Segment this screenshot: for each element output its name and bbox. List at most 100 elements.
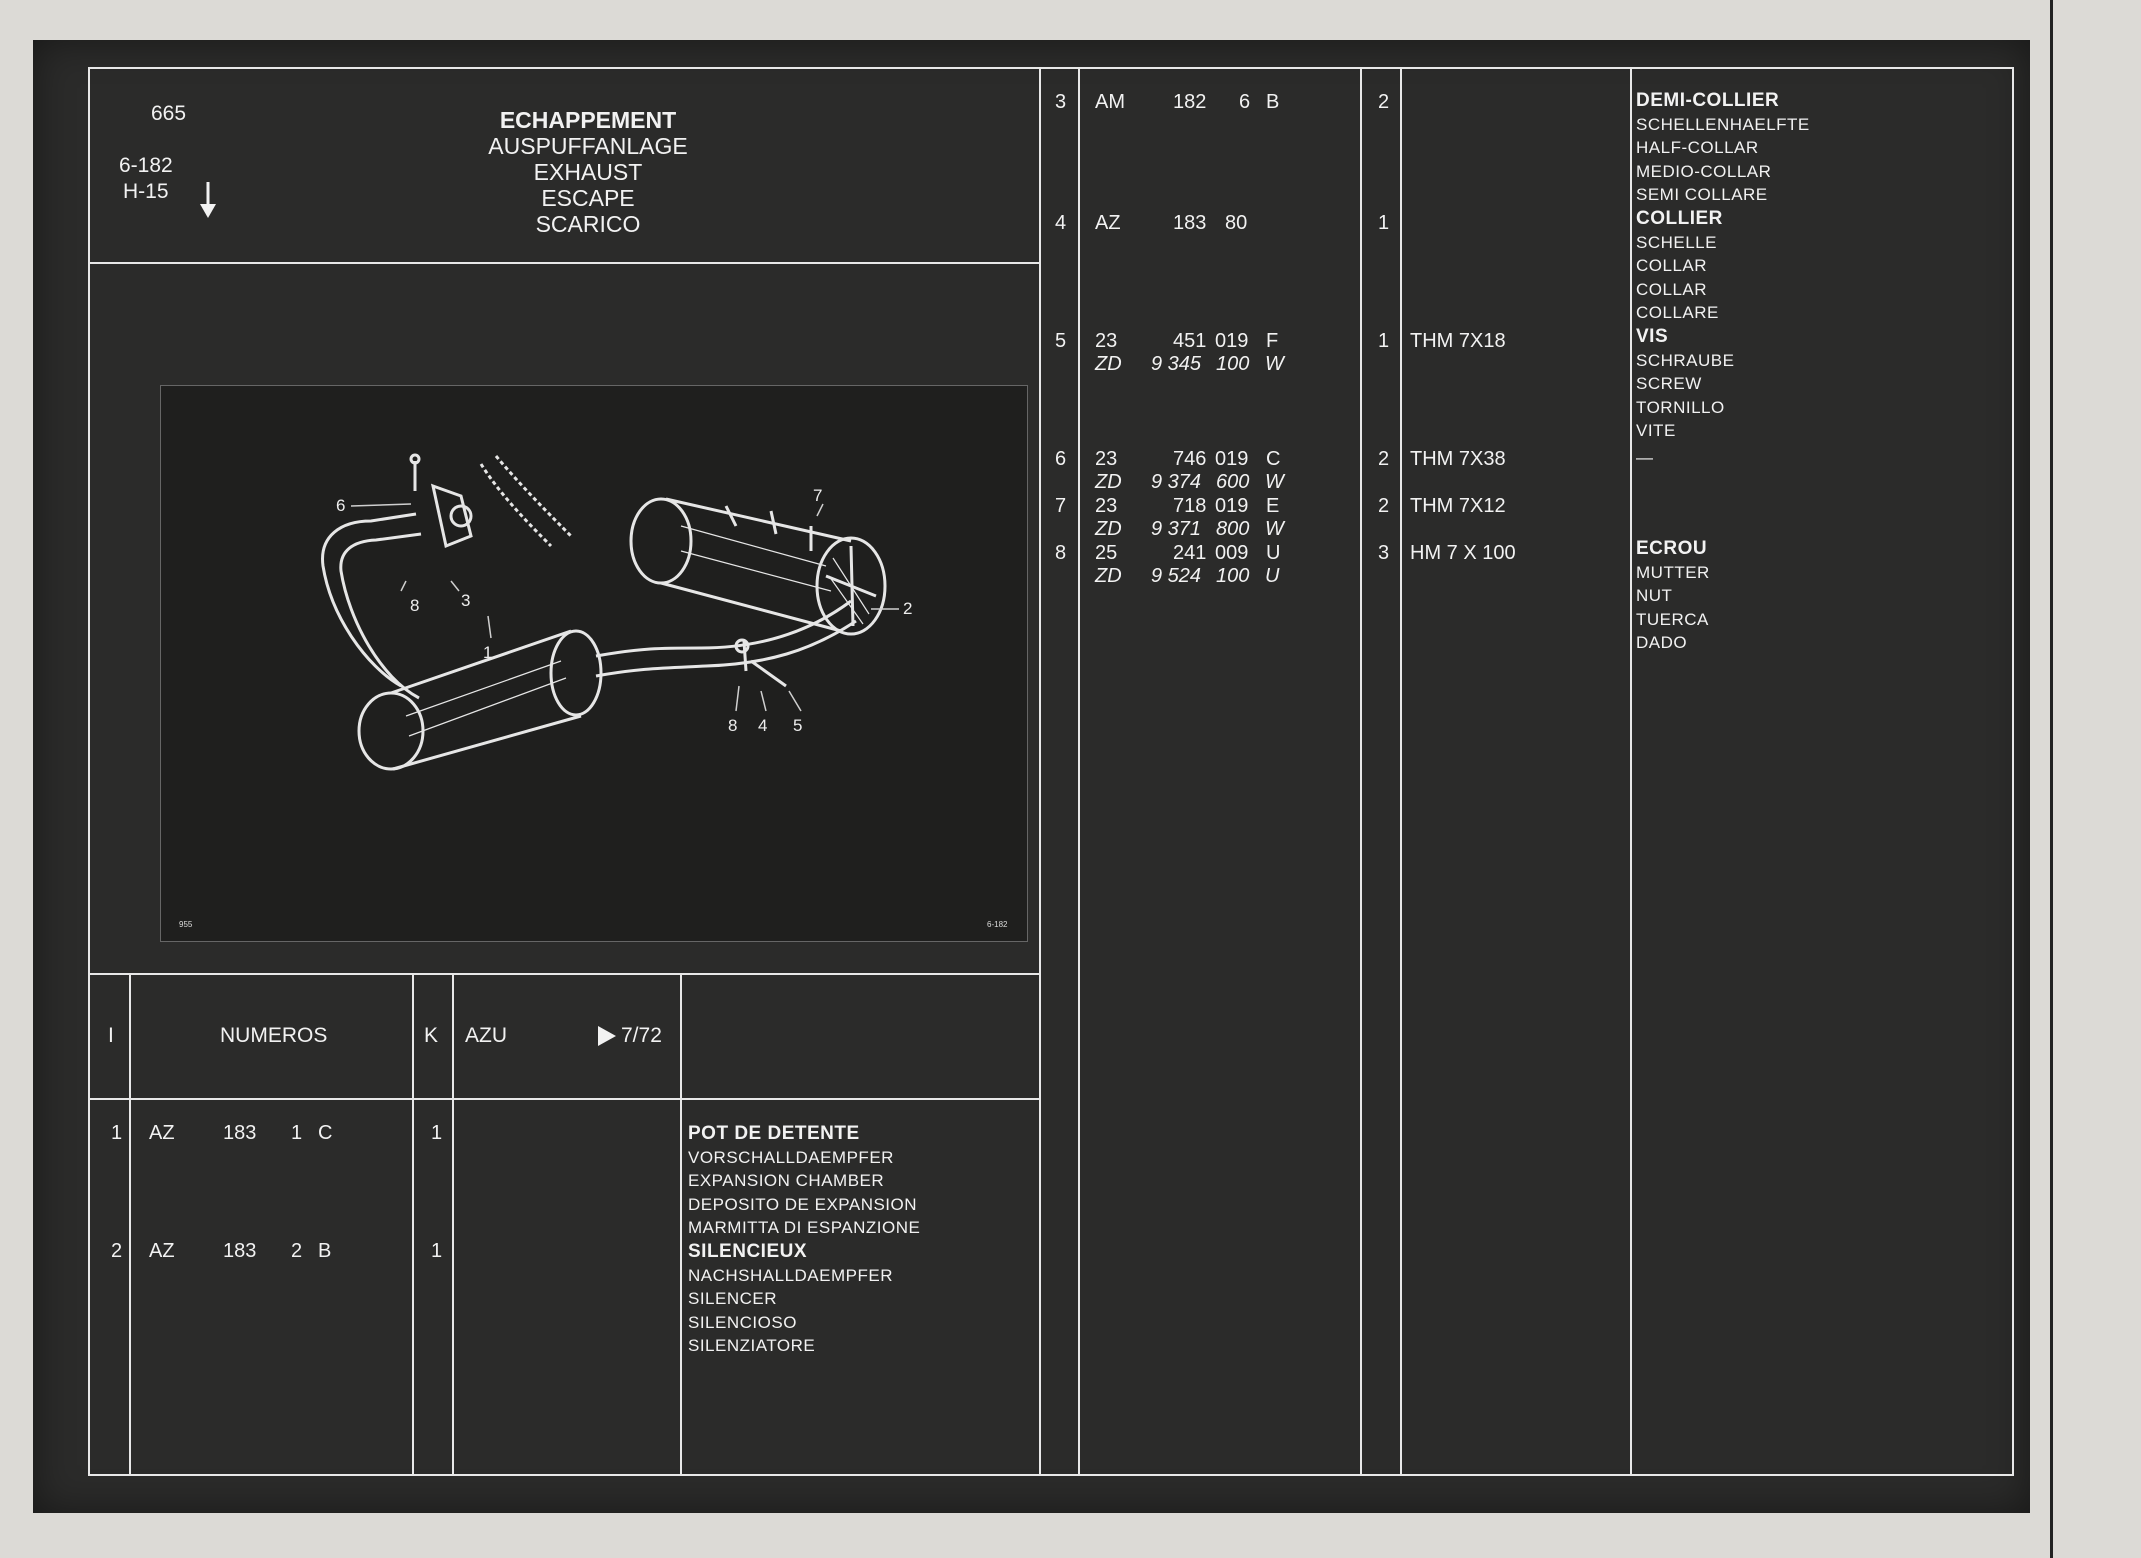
row-qty: 3 — [1378, 542, 1390, 564]
row-desc-it: VITE — [1636, 421, 1676, 440]
callout-3: 3 — [461, 591, 470, 610]
row-alt-prefix: ZD — [1095, 353, 1122, 375]
row-desc-en: HALF-COLLAR — [1636, 138, 1759, 157]
row-alt-group: 9 371 — [1151, 518, 1202, 540]
row-group: 183 — [223, 1240, 257, 1262]
divider-left-numeros — [412, 973, 414, 1474]
divider-left-panel — [1039, 67, 1041, 1474]
row-alt-suffix: U — [1265, 565, 1280, 587]
paper-edge-line — [2050, 0, 2053, 1558]
row-alt-suffix: W — [1265, 518, 1284, 540]
row-qty: 1 — [431, 1240, 443, 1262]
row-qty: 1 — [1378, 212, 1390, 234]
divider-right-spec — [1400, 67, 1402, 1474]
row-alt-num: 800 — [1216, 518, 1250, 540]
row-spec: THM 7X38 — [1410, 448, 1506, 470]
row-desc-it: SEMI COLLARE — [1636, 185, 1768, 204]
row-alt-group: 9 524 — [1151, 565, 1202, 587]
divider-header — [88, 262, 1041, 264]
row-desc-fr: DEMI-COLLIER — [1636, 90, 1780, 111]
row-alt-prefix: ZD — [1095, 565, 1122, 587]
row-spec: THM 7X18 — [1410, 330, 1506, 352]
row-group: 718 — [1173, 495, 1207, 517]
title-german: AUSPUFFANLAGE — [488, 133, 688, 159]
row-spec: HM 7 X 100 — [1410, 542, 1516, 564]
row-alt-num: 600 — [1216, 471, 1250, 493]
row-prefix: AZ — [149, 1122, 175, 1144]
row-qty: 2 — [1378, 495, 1390, 517]
row-prefix: 23 — [1095, 330, 1118, 352]
row-prefix: AM — [1095, 91, 1125, 113]
row-desc-en: EXPANSION CHAMBER — [688, 1171, 885, 1190]
row-desc-en: NUT — [1636, 586, 1673, 605]
row-prefix: AZ — [149, 1240, 175, 1262]
row-desc-de: SCHELLENHAELFTE — [1636, 115, 1810, 134]
divider-left-index — [129, 973, 131, 1474]
ref-code: 6-182 — [119, 154, 173, 177]
down-arrow-icon — [200, 182, 216, 218]
section-title-block: ECHAPPEMENT AUSPUFFANLAGE EXHAUST ESCAPE… — [413, 107, 763, 237]
row-suffix: B — [318, 1240, 332, 1262]
row-num: 80 — [1225, 212, 1248, 234]
row-group: 241 — [1173, 542, 1207, 564]
row-prefix: 23 — [1095, 495, 1118, 517]
page-number: 665 — [151, 102, 187, 125]
row-desc-es: TUERCA — [1636, 610, 1709, 629]
row-suffix: U — [1266, 542, 1281, 564]
row-group: 451 — [1173, 330, 1207, 352]
row-desc-es: MEDIO-COLLAR — [1636, 162, 1772, 181]
callout-4: 4 — [758, 716, 767, 735]
row-prefix: AZ — [1095, 212, 1121, 234]
row-desc-it: COLLARE — [1636, 303, 1719, 322]
row-qty: 2 — [1378, 91, 1390, 113]
row-desc-en: COLLAR — [1636, 256, 1708, 275]
row-desc-it: SILENZIATORE — [688, 1336, 816, 1355]
row-alt-num: 100 — [1216, 353, 1250, 375]
row-desc-es: DEPOSITO DE EXPANSION — [688, 1195, 918, 1214]
callout-7: 7 — [813, 486, 822, 505]
col-header-azu: AZU — [465, 1024, 507, 1047]
row-group: 182 — [1173, 91, 1207, 113]
row-num: 6 — [1239, 91, 1251, 113]
row-group: 183 — [223, 1122, 257, 1144]
title-spanish: ESCAPE — [541, 185, 635, 211]
title-italian: SCARICO — [535, 211, 641, 237]
row-suffix: C — [1266, 448, 1281, 470]
divider-table-header — [88, 1098, 1041, 1100]
ref-sub: H-15 — [123, 180, 169, 203]
callout-8-bottom: 8 — [728, 716, 737, 735]
row-index: 4 — [1055, 212, 1067, 234]
divider-left-azu — [680, 973, 682, 1474]
outer-frame — [88, 67, 2014, 1476]
divider-left-k — [452, 973, 454, 1474]
row-alt-suffix: W — [1265, 471, 1284, 493]
row-alt-prefix: ZD — [1095, 518, 1122, 540]
row-index: 6 — [1055, 448, 1067, 470]
row-suffix: C — [318, 1122, 333, 1144]
row-desc-en: SILENCER — [688, 1289, 778, 1308]
row-desc-es: TORNILLO — [1636, 398, 1725, 417]
row-desc-es: SILENCIOSO — [688, 1313, 797, 1332]
row-spec: THM 7X12 — [1410, 495, 1506, 517]
row-index: 3 — [1055, 91, 1067, 113]
row-index: 7 — [1055, 495, 1067, 517]
divider-right-desc — [1630, 67, 1632, 1474]
callout-6: 6 — [336, 496, 345, 515]
row-alt-prefix: ZD — [1095, 471, 1122, 493]
row-prefix: 25 — [1095, 542, 1118, 564]
callout-8-top: 8 — [410, 596, 419, 615]
row-desc-en: SCREW — [1636, 374, 1702, 393]
divider-illustration — [88, 973, 1041, 975]
row-desc-es: COLLAR — [1636, 280, 1708, 299]
divider-right-index — [1078, 67, 1080, 1474]
callout-2: 2 — [903, 599, 912, 618]
col-header-k: K — [424, 1024, 439, 1047]
row-num: 019 — [1215, 448, 1249, 470]
row-num: 2 — [291, 1240, 303, 1262]
col-header-index: I — [108, 1024, 114, 1047]
illustration-corner-right: 6-182 — [987, 920, 1008, 929]
row-qty: 2 — [1378, 448, 1390, 470]
row-num: 019 — [1215, 495, 1249, 517]
row-desc-de: SCHELLE — [1636, 233, 1717, 252]
row-alt-group: 9 374 — [1151, 471, 1202, 493]
